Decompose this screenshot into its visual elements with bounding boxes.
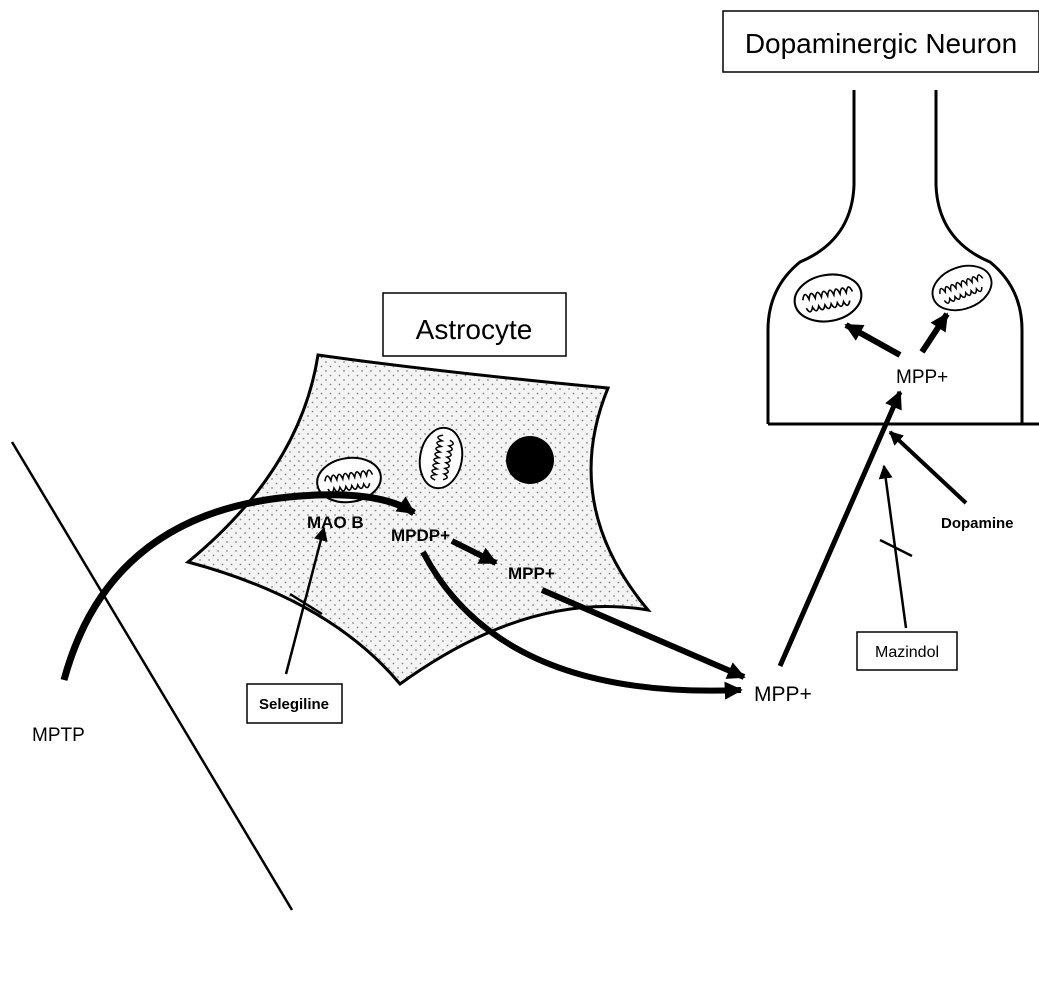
mpp-extracellular-label: MPP+ xyxy=(754,683,812,706)
neuron-title: Dopaminergic Neuron xyxy=(745,28,1017,59)
nucleus-icon xyxy=(506,436,554,484)
mpp-uptake-arrow xyxy=(780,392,900,666)
mpp-neuron-label: MPP+ xyxy=(896,367,948,388)
mao-b-label: MAO B xyxy=(307,513,364,532)
mpp-to-mito-right-arrow xyxy=(922,314,947,352)
mpp-to-mito-left-arrow xyxy=(846,325,900,355)
mpp-astrocyte-label: MPP+ xyxy=(508,564,555,583)
mitochondrion-icon xyxy=(791,269,865,326)
selegiline-label: Selegiline xyxy=(259,696,329,713)
dopamine-arrow xyxy=(890,432,966,503)
mitochondrion-icon xyxy=(926,258,997,318)
astrocyte-cell xyxy=(188,355,648,684)
astrocyte-title: Astrocyte xyxy=(416,314,533,345)
mpdp-label: MPDP+ xyxy=(391,526,450,545)
mptp-label: MPTP xyxy=(32,725,85,746)
mazindol-label: Mazindol xyxy=(875,644,939,661)
dopamine-label: Dopamine xyxy=(941,515,1014,532)
